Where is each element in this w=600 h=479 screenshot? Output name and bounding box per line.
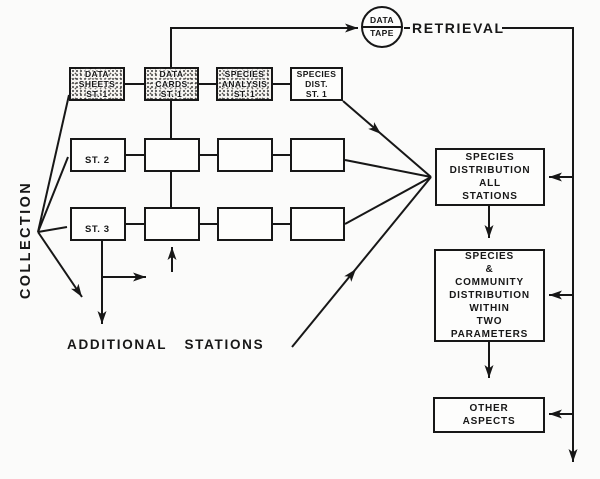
box-data-cards-st1: DATA CARDS ST. 1 <box>144 67 199 101</box>
collection-label: COLLECTION <box>18 180 34 300</box>
additional-stations-label: ADDITIONAL STATIONS <box>67 337 265 352</box>
box-species-analysis-st1: SPECIES ANALYSIS ST. 1 <box>216 67 273 101</box>
box-label: SPECIES DISTRIBUTION ALL STATIONS <box>449 152 531 202</box>
line-row2-diagonal <box>344 159 432 178</box>
box-data-sheets-st1: DATA SHEETS ST. 1 <box>69 67 125 101</box>
arrow-retrieval-down-right <box>502 27 578 462</box>
box-species-community-distribution: SPECIES & COMMUNITY DISTRIBUTION WITHIN … <box>434 249 545 342</box>
box-st3: ST. 3 <box>70 207 126 241</box>
arrowhead-diag2 <box>344 269 356 282</box>
tape-divider-line <box>361 26 403 28</box>
box-label: SPECIES & COMMUNITY DISTRIBUTION WITHIN … <box>449 251 530 340</box>
retrieval-label: RETRIEVAL <box>412 20 505 36</box>
arrow-collection-down <box>37 231 83 298</box>
box-label: DATA CARDS ST. 1 <box>155 69 188 99</box>
station-box <box>290 138 345 172</box>
station-box <box>290 207 345 241</box>
box-label: SPECIES ANALYSIS ST. 1 <box>221 69 268 99</box>
line-row3-diagonal <box>344 176 432 225</box>
box-label: DATA SHEETS ST. 1 <box>78 69 116 99</box>
station-box <box>217 138 273 172</box>
arrow-cards-to-tape <box>170 23 358 67</box>
box-label: SPECIES DIST. ST. 1 <box>296 69 337 99</box>
line-collection-to-st1 <box>37 94 70 233</box>
data-tape-line1: DATA <box>370 15 394 25</box>
box-label: OTHER ASPECTS <box>462 403 516 427</box>
station-label: ST. 3 <box>85 224 110 235</box>
station-box <box>217 207 273 241</box>
data-tape-line2: TAPE <box>370 28 394 38</box>
arrowhead-diag1 <box>368 122 381 134</box>
data-tape-node: DATA TAPE <box>361 6 403 48</box>
station-label: ST. 2 <box>85 155 110 166</box>
arrow-additional-stations-diagonal <box>291 176 432 348</box>
box-other-aspects: OTHER ASPECTS <box>433 397 545 433</box>
box-species-distribution-all-stations: SPECIES DISTRIBUTION ALL STATIONS <box>435 148 545 206</box>
station-box <box>144 138 200 172</box>
box-st2: ST. 2 <box>70 138 126 172</box>
arrow-speciesdist-st1-diagonal <box>342 100 432 178</box>
line-collection-to-st3 <box>37 226 68 233</box>
line-collection-to-st2 <box>37 156 69 233</box>
station-box <box>144 207 200 241</box>
box-species-dist-st1: SPECIES DIST. ST. 1 <box>290 67 343 101</box>
